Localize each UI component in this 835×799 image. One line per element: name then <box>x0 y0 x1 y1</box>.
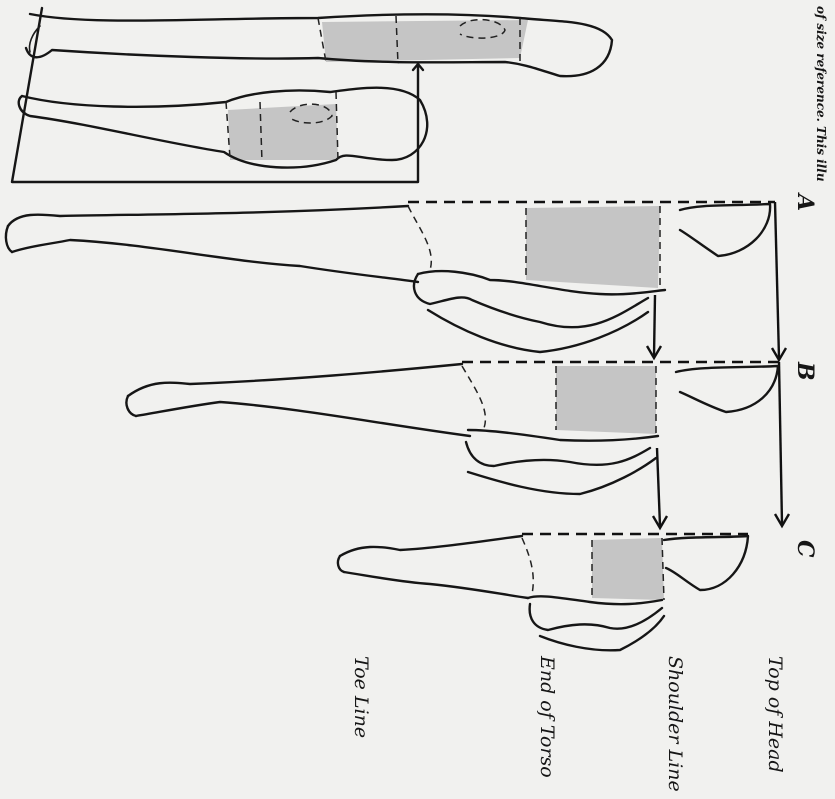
toe-line-label: Toe Line <box>350 656 372 738</box>
figure-b <box>126 364 778 494</box>
adult-reference-figure <box>26 14 612 76</box>
child-reference-figure <box>19 88 428 168</box>
reference-inset <box>12 8 612 182</box>
shoulder-arrow-ab <box>654 295 655 356</box>
shoulder-arrow-bc <box>657 448 660 526</box>
figure-label-b: B <box>792 362 818 381</box>
figure-c <box>338 536 748 650</box>
end-of-torso-label: End of Torso <box>536 656 558 778</box>
shoulder-line-label: Shoulder Line <box>664 656 686 792</box>
reference-caption: of size reference. This illu <box>814 6 828 182</box>
top-of-head-arrow-ab <box>775 202 779 358</box>
figure-label-a: A <box>792 194 818 211</box>
top-of-head-label: Top of Head <box>764 656 786 773</box>
figure-label-c: C <box>792 540 818 558</box>
top-of-head-arrow-bc <box>779 362 782 524</box>
